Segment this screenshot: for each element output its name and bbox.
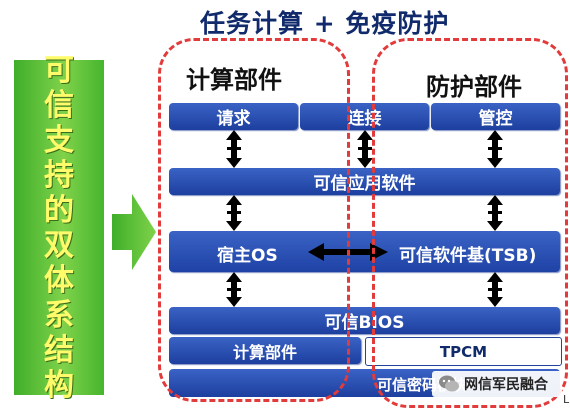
double-arrow-icon xyxy=(357,130,373,168)
diagram-title: 任务计算 + 免疫防护 xyxy=(200,9,450,38)
trusted-bios-bar: 可信BIOS xyxy=(169,307,560,334)
tpcm-label: TPCM xyxy=(439,342,488,361)
double-arrow-icon xyxy=(487,130,503,168)
trusted-bios-label: 可信BIOS xyxy=(324,313,405,333)
tsb-label: 可信软件基(TSB) xyxy=(399,246,537,266)
tpcm-box: TPCM xyxy=(365,337,562,366)
control-label: 管控 xyxy=(478,109,513,129)
compute-region-border xyxy=(158,38,350,402)
trusted-app-bar: 可信应用软件 xyxy=(169,168,560,195)
banner-char: 可 xyxy=(44,52,74,88)
banner-char: 持 xyxy=(44,157,74,193)
banner-char: 支 xyxy=(44,122,74,158)
request-label: 请求 xyxy=(216,109,251,129)
banner-char: 系 xyxy=(44,297,74,333)
banner-char: 体 xyxy=(44,262,74,298)
left-banner: 可 信 支 持 的 双 体 系 结 构 xyxy=(14,53,104,403)
corner-mark: L xyxy=(563,393,570,406)
right-arrow-icon xyxy=(112,194,156,270)
compute-part-bar: 计算部件 xyxy=(169,337,361,364)
request-box: 请求 xyxy=(169,103,298,130)
double-arrow-icon xyxy=(487,195,503,231)
host-os-label: 宿主OS xyxy=(217,246,278,266)
double-arrow-icon xyxy=(226,272,242,307)
banner-char: 双 xyxy=(44,227,74,263)
banner-char: 的 xyxy=(44,192,74,228)
watermark-label: 网信军民融合 xyxy=(464,377,548,393)
protect-region-label: 防护部件 xyxy=(426,73,522,101)
compute-region-label: 计算部件 xyxy=(186,66,282,94)
double-arrow-icon xyxy=(226,130,242,168)
compute-part-label: 计算部件 xyxy=(232,342,297,362)
banner-char: 信 xyxy=(44,87,74,123)
banner-char: 结 xyxy=(44,332,74,368)
banner-char: 构 xyxy=(44,367,74,403)
double-arrow-icon xyxy=(487,272,503,307)
double-arrow-icon xyxy=(226,195,242,231)
watermark: 网信军民融合 xyxy=(432,371,562,397)
control-box: 管控 xyxy=(431,103,560,130)
vertical-arrows xyxy=(226,130,503,307)
trusted-app-label: 可信应用软件 xyxy=(313,174,416,194)
protect-region-border xyxy=(372,38,568,408)
wechat-icon xyxy=(439,375,459,392)
